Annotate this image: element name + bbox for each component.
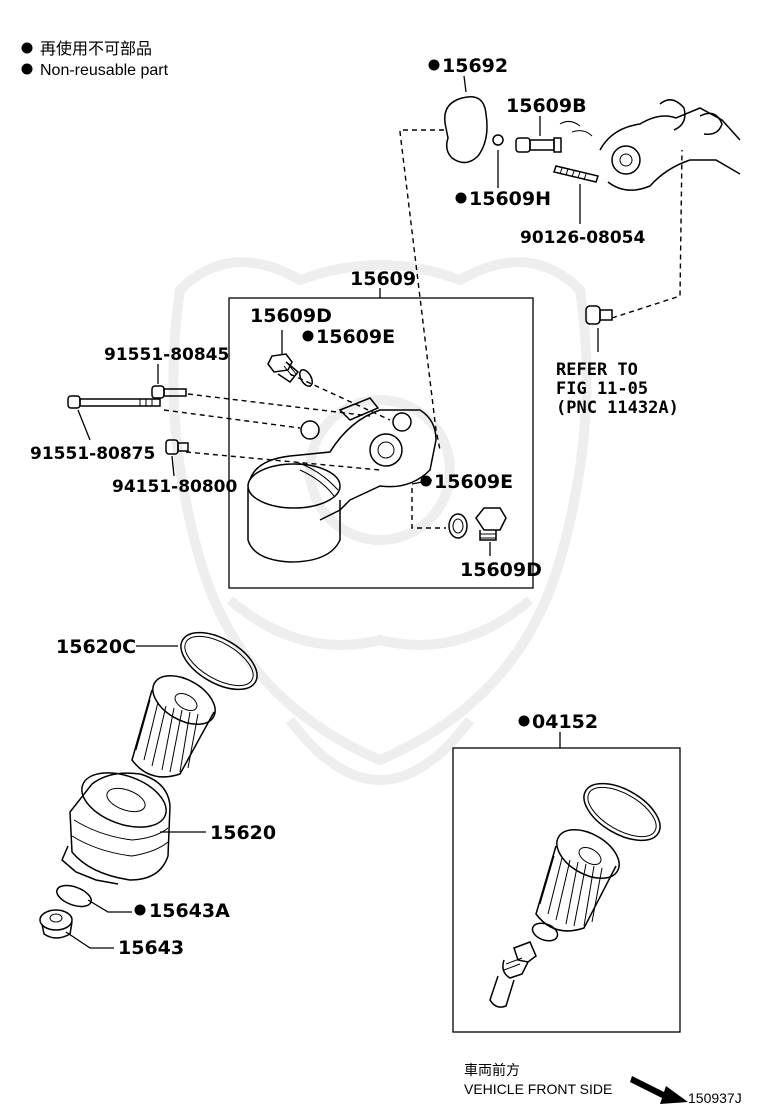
- filter-element-04152-icon: [535, 828, 620, 932]
- refer-line-3: (PNC 11432A): [556, 398, 679, 418]
- bolt-refer-icon: [585, 305, 613, 325]
- label-15692: 15692: [442, 55, 508, 77]
- drain-pipe-icon: [489, 941, 537, 1008]
- label-15609H: 15609H: [469, 188, 551, 210]
- oring-15643A-icon: [56, 884, 92, 908]
- label-15620C: 15620C: [56, 636, 136, 658]
- refer-line-2: FIG 11-05: [556, 379, 648, 399]
- plug-15609D-top-icon: [267, 353, 300, 384]
- non-reusable-bullet-icon: [420, 475, 432, 487]
- stud-90126-icon: [553, 165, 599, 183]
- label-91551-80875: 91551-80875: [30, 444, 155, 464]
- part-label-15609H: 15609H: [455, 188, 551, 210]
- label-04152: 04152: [532, 711, 598, 733]
- gasket-15609E-top-icon: [299, 369, 313, 387]
- label-90126: 90126-08054: [520, 228, 646, 248]
- label-15609D-bottom: 15609D: [460, 559, 542, 581]
- label-15609E-bottom: 15609E: [434, 471, 513, 493]
- non-reusable-bullet-icon: [428, 59, 440, 71]
- non-reusable-bullet-icon: [518, 715, 530, 727]
- non-reusable-bullet-icon: [302, 330, 314, 342]
- oil-filter-bracket-icon: [247, 397, 437, 563]
- label-91551-80845: 91551-80845: [104, 345, 229, 365]
- bolt-91551-80875-icon: [67, 395, 161, 409]
- oring-15620C-icon: [180, 631, 258, 691]
- watermark-emblem: [168, 257, 592, 785]
- bolt-94151-icon: [165, 439, 189, 455]
- filter-element-icon: [131, 674, 216, 778]
- part-label-15609E-bottom: 15609E: [420, 471, 513, 493]
- connection-line: [163, 409, 301, 429]
- oring-04152-large-icon: [583, 782, 661, 842]
- label-15609D-top: 15609D: [250, 305, 332, 327]
- legend-jp: 再使用不可部品: [40, 40, 152, 58]
- oring-04152-small-icon: [531, 922, 559, 942]
- label-15609B: 15609B: [506, 95, 587, 117]
- footer: 車両前方 VEHICLE FRONT SIDE 150937J: [464, 1062, 742, 1106]
- label-94151: 94151-80800: [112, 477, 238, 497]
- label-15620: 15620: [210, 822, 276, 844]
- refer-line-1: REFER TO: [556, 360, 638, 380]
- non-reusable-bullet-icon: [21, 63, 33, 75]
- part-label-15643A: 15643A: [134, 900, 230, 922]
- label-15609: 15609: [350, 268, 416, 290]
- non-reusable-bullet-icon: [21, 42, 33, 54]
- part-label-15609E-top: 15609E: [302, 326, 395, 348]
- non-reusable-bullet-icon: [134, 904, 146, 916]
- legend-en: Non-reusable part: [40, 62, 169, 79]
- gasket-15692-icon: [444, 96, 488, 164]
- refer-note: REFER TO FIG 11-05 (PNC 11432A): [556, 360, 679, 418]
- connection-line: [411, 488, 446, 529]
- label-15643: 15643: [118, 937, 184, 959]
- drain-plug-15643-icon: [39, 909, 73, 939]
- front-arrow-icon: [630, 1076, 688, 1104]
- connection-line: [185, 451, 381, 471]
- label-15609E-top: 15609E: [316, 326, 395, 348]
- assembly-15609-frame: [228, 297, 534, 589]
- diagram-code: 150937J: [688, 1090, 742, 1106]
- footer-en: VEHICLE FRONT SIDE: [464, 1081, 612, 1097]
- bolt-91551-80845-icon: [151, 385, 187, 399]
- plug-15609D-bottom-icon: [475, 507, 507, 541]
- part-label-15692: 15692: [428, 55, 508, 77]
- kit-04152-frame: [452, 747, 681, 1033]
- legend: 再使用不可部品 Non-reusable part: [21, 40, 169, 79]
- connection-line: [187, 393, 371, 417]
- connection-line: [399, 129, 444, 451]
- oring-15609H-icon: [492, 134, 504, 146]
- part-label-04152: 04152: [518, 711, 598, 733]
- footer-jp: 車両前方: [464, 1062, 520, 1078]
- gasket-15609E-bottom-icon: [448, 513, 468, 539]
- engine-block-fragment-icon: [559, 99, 741, 191]
- non-reusable-bullet-icon: [455, 192, 467, 204]
- filter-cap-15620-icon: [61, 772, 171, 885]
- label-15643A: 15643A: [149, 900, 230, 922]
- union-15609B-icon: [515, 137, 562, 153]
